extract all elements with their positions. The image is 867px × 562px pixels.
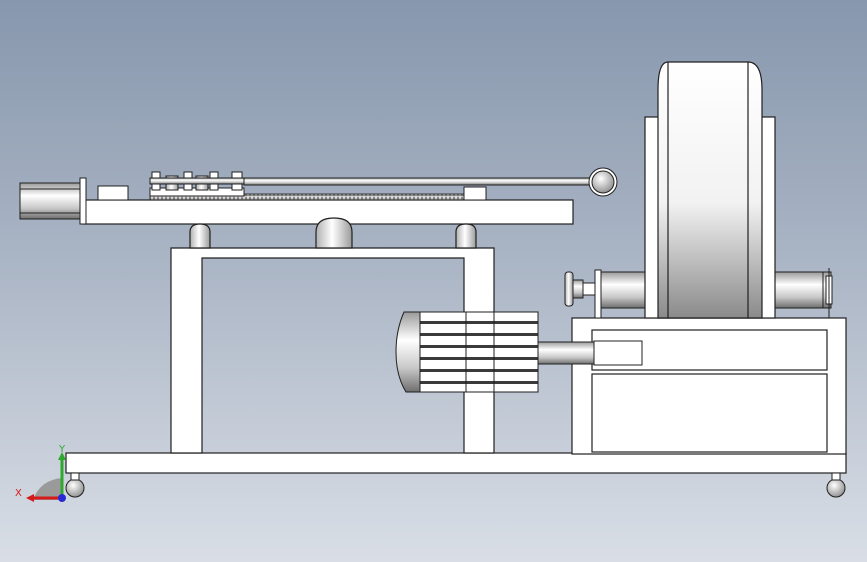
y-arrow-head <box>58 452 66 460</box>
stepper-motor <box>19 177 487 225</box>
drum <box>644 61 776 319</box>
leveling-feet <box>65 472 846 498</box>
z-axis-dot <box>58 494 66 502</box>
slide-rail <box>82 199 574 249</box>
carriage <box>149 171 246 197</box>
coordinate-triad: X Y <box>15 444 66 502</box>
y-axis-label: Y <box>58 444 66 455</box>
x-axis-label: X <box>15 488 22 499</box>
x-arrow-head <box>26 494 34 502</box>
motor <box>395 311 643 393</box>
push-rod <box>243 167 618 197</box>
